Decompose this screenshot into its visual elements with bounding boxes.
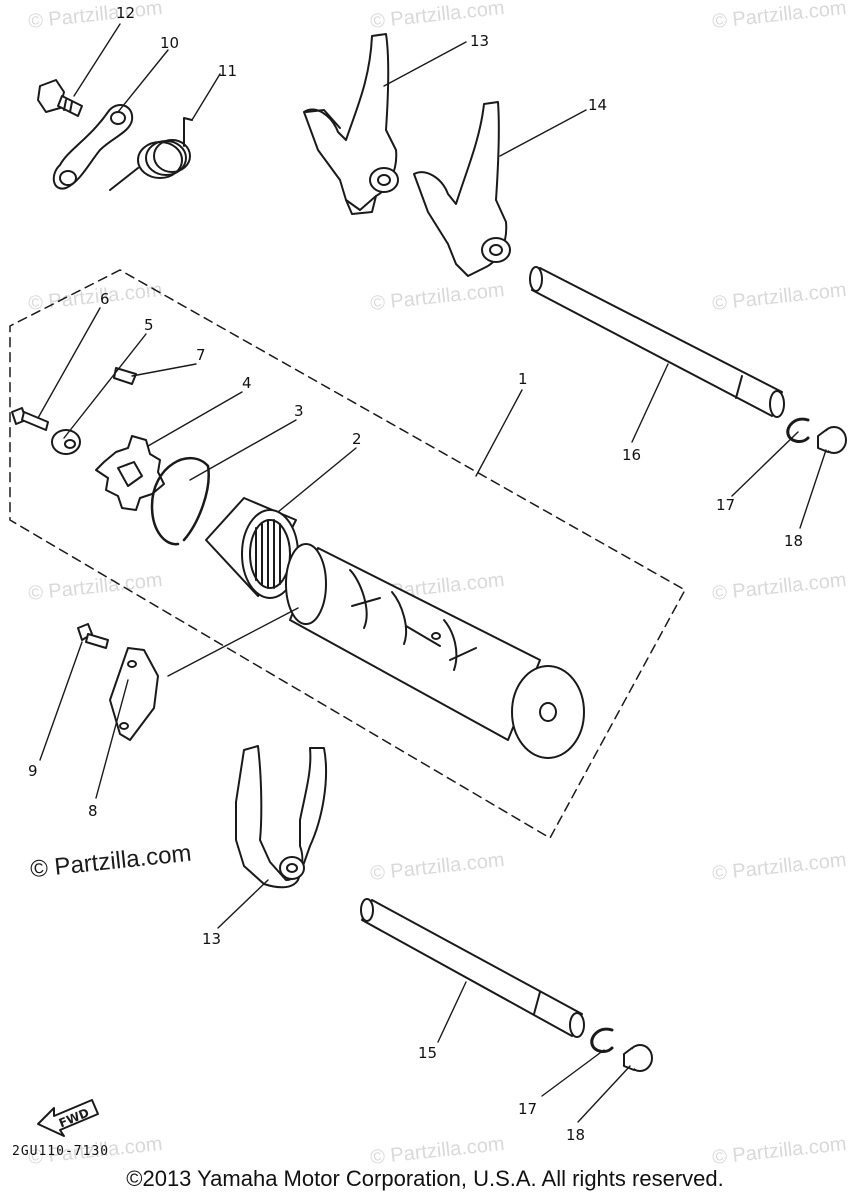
callout-label: 13 <box>470 32 490 50</box>
bearing-part-2 <box>205 497 299 599</box>
copyright-footer: ©2013 Yamaha Motor Corporation, U.S.A. A… <box>126 1166 724 1191</box>
callout-label: 14 <box>588 96 608 114</box>
screw-part-6 <box>11 407 49 431</box>
leader-lines <box>37 23 827 1123</box>
callout-label: 3 <box>294 402 304 420</box>
diagram-code: 2GU110-7130 <box>12 1144 110 1159</box>
callout-label: 8 <box>88 802 98 820</box>
callout-label: 15 <box>418 1044 438 1062</box>
shift-fork-part-13-upper <box>303 33 399 215</box>
callout-label: 16 <box>622 446 642 464</box>
segment-part-4 <box>95 435 165 511</box>
callout-label: 10 <box>160 34 180 52</box>
callout-label: 5 <box>144 316 154 334</box>
callout-label: 13 <box>202 930 222 948</box>
callout-label: 12 <box>116 4 136 22</box>
circlip-part-3 <box>150 456 210 546</box>
torsion-spring-part-11 <box>109 117 193 191</box>
shift-drum-part-1 <box>285 543 585 759</box>
bolt-part-9 <box>77 623 109 649</box>
callout-label: 17 <box>716 496 736 514</box>
callout-label: 6 <box>100 290 110 308</box>
washer-part-5 <box>51 429 81 455</box>
callout-label: 4 <box>242 374 252 392</box>
callout-label: 11 <box>218 62 238 80</box>
callout-label: 17 <box>518 1100 538 1118</box>
bolt-part-12 <box>37 79 83 117</box>
plate-part-8 <box>109 647 159 741</box>
forward-arrow-icon: FWD <box>37 1099 99 1137</box>
callout-label: 7 <box>196 346 206 364</box>
callout-label: 2 <box>352 430 362 448</box>
callout-label: 18 <box>784 532 804 550</box>
guide-bar-part-16 <box>529 266 785 418</box>
stopper-lever-part-10 <box>52 104 134 190</box>
callout-label: 1 <box>518 370 528 388</box>
cap-part-18-upper <box>817 426 847 454</box>
assembly-outline <box>9 269 686 839</box>
circlip-part-17-lower <box>590 1027 614 1053</box>
guide-bar-part-15 <box>360 898 585 1038</box>
shift-fork-part-13-lower <box>235 745 327 889</box>
callout-label: 9 <box>28 762 38 780</box>
shift-fork-part-14 <box>413 101 511 277</box>
callout-label: 18 <box>566 1126 586 1144</box>
cap-part-18-lower <box>623 1044 653 1072</box>
circlip-part-17-upper <box>786 417 810 443</box>
